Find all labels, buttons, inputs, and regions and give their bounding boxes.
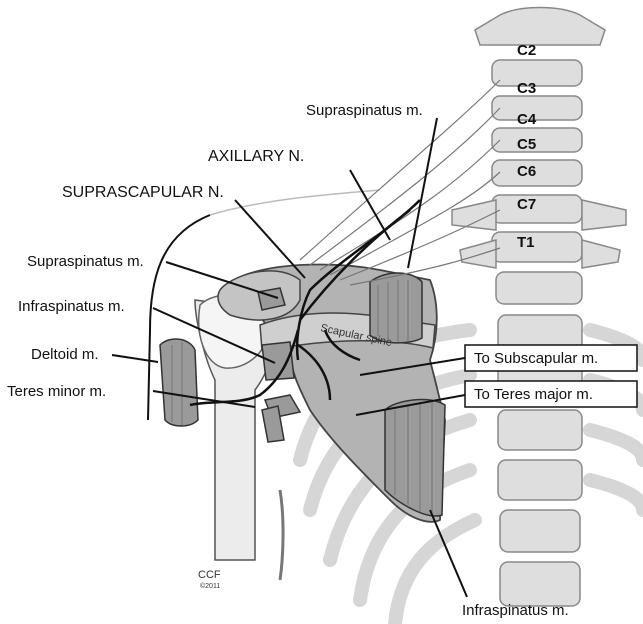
vertebra-label-c5: C5 [517,136,536,153]
vertebra-label-c3: C3 [517,80,536,97]
label-axillary-nerve: AXILLARY N. [208,148,304,165]
vertebra-label-c2: C2 [517,42,536,59]
vertebra-label-c6: C6 [517,163,536,180]
label-infraspinatus-bottom: Infraspinatus m. [462,602,569,619]
credit-year: ©2011 [200,582,220,590]
vertebra-label-t1: T1 [517,234,535,251]
label-infraspinatus-left: Infraspinatus m. [18,298,125,315]
label-deltoid: Deltoid m. [31,346,99,363]
label-teres-minor: Teres minor m. [7,383,106,400]
deltoid-muscle [160,339,198,426]
label-to-subscapular: To Subscapular m. [474,350,598,367]
infraspinatus-stump [262,342,294,380]
label-supraspinatus-left: Supraspinatus m. [27,253,144,270]
label-to-teres-major: To Teres major m. [474,386,593,403]
vertebra-label-c7: C7 [517,196,536,213]
infraspinatus-muscle [385,400,445,516]
vertebra-label-c4: C4 [517,111,537,128]
credit-name: CCF [198,569,221,581]
label-supraspinatus-top: Supraspinatus m. [306,102,423,119]
label-suprascapular-nerve: SUPRASCAPULAR N. [62,184,224,201]
credit: CCF ©2011 [198,569,221,590]
